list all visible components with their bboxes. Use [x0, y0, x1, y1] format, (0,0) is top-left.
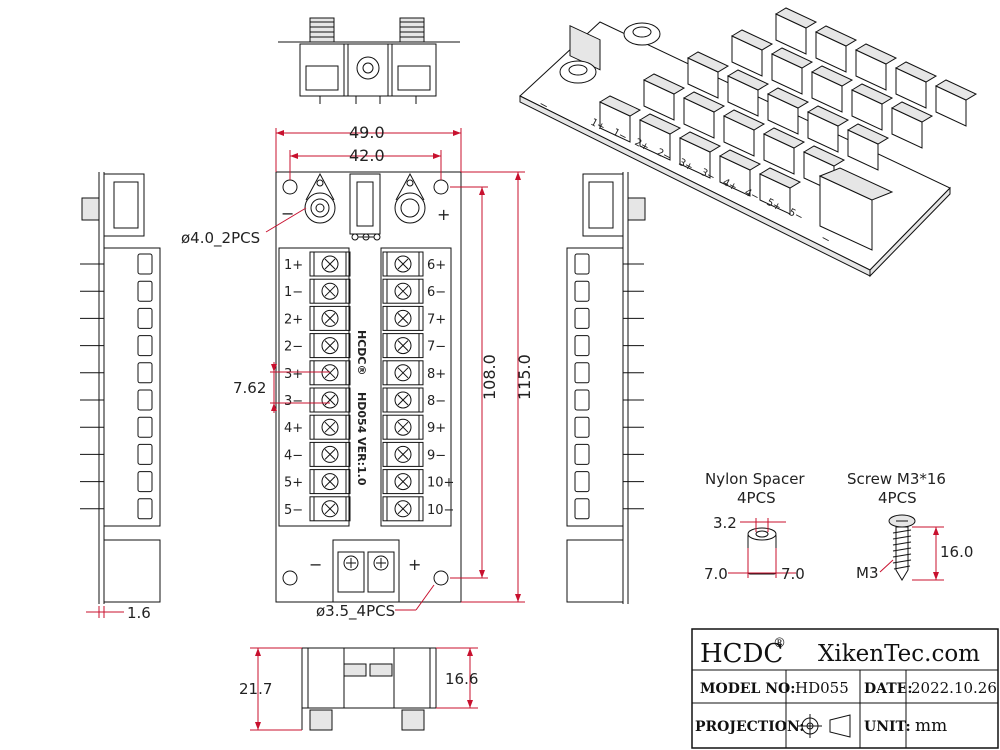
- right-terminal-column: 6+ 6− 7+ 7− 8+ 8− 9+ 9− 10+ 10−: [382, 251, 454, 522]
- unit-label: UNIT:: [864, 719, 911, 735]
- spacer-qty: 4PCS: [737, 489, 776, 507]
- front-view: − + 1+ 1− 2+ 2− 3+ 3− 4+ 4− 5+ 5− 6+ 6− 7+ 7− 8+ 8− 9+ 9…: [275, 171, 462, 603]
- right-terminal-label: 10−: [427, 503, 454, 518]
- left-terminal: 2+: [284, 305, 351, 331]
- model-label: MODEL NO:: [700, 681, 795, 697]
- dim-width-holes: 42.0: [349, 146, 385, 165]
- right-terminal-label: 8+: [427, 367, 446, 382]
- screw-qty: 4PCS: [878, 489, 917, 507]
- board-minus: −: [281, 204, 294, 223]
- right-terminal-label: 8−: [427, 394, 446, 409]
- left-terminal-label: 1+: [284, 258, 303, 273]
- right-terminal: 9+: [382, 414, 446, 440]
- nylon-spacer: Nylon Spacer 4PCS 3.2 7.0 7.0: [704, 470, 805, 583]
- left-terminal-label: 3+: [284, 367, 303, 382]
- left-terminal: 3+: [284, 360, 351, 386]
- date-label: DATE:: [864, 681, 913, 697]
- right-terminal-label: 7−: [427, 340, 446, 355]
- dim-pitch: 7.62: [233, 379, 266, 397]
- dim-mount-hole: ø3.5_4PCS: [316, 602, 395, 621]
- right-terminal: 10−: [382, 496, 454, 522]
- bottom-plus: +: [408, 555, 421, 574]
- screw: Screw M3*16 4PCS 16.0 M3: [847, 470, 973, 582]
- left-terminal-column: 1+ 1− 2+ 2− 3+ 3− 4+ 4− 5+ 5−: [284, 251, 351, 522]
- silk-brand: HCDC®: [355, 330, 368, 375]
- dim-height-holes: 108.0: [480, 354, 499, 400]
- spacer-outer-left: 7.0: [704, 565, 728, 583]
- left-terminal: 4+: [284, 414, 351, 440]
- right-terminal-label: 9+: [427, 421, 446, 436]
- right-terminal: 8−: [382, 387, 446, 413]
- left-terminal-label: 1−: [284, 285, 303, 300]
- screw-thread: M3: [856, 564, 879, 582]
- brand-reg: ®: [773, 636, 786, 651]
- model-value: HD055: [795, 679, 849, 697]
- projection-symbol: [798, 714, 851, 738]
- front-dimensions: 49.0 42.0 108.0 115.0 ø4.0_2PCS 7.62 ø3.…: [181, 123, 534, 621]
- left-terminal-label: 5−: [284, 503, 303, 518]
- right-terminal: 9−: [382, 441, 446, 467]
- left-terminal-label: 4−: [284, 448, 303, 463]
- right-terminal-label: 10+: [427, 476, 454, 491]
- right-terminal: 7+: [382, 305, 446, 331]
- right-terminal-label: 6−: [427, 285, 446, 300]
- right-terminal-label: 6+: [427, 258, 446, 273]
- left-terminal-label: 2−: [284, 340, 303, 355]
- right-terminal: 7−: [382, 333, 446, 359]
- left-terminal: 2−: [284, 333, 351, 359]
- left-side-view: 1.6: [80, 172, 161, 622]
- left-terminal: 1−: [284, 278, 351, 304]
- top-view: [278, 17, 460, 104]
- dim-bottom-height2: 16.6: [445, 670, 478, 688]
- left-terminal: 3−: [284, 387, 351, 413]
- spacer-title: Nylon Spacer: [705, 470, 805, 488]
- dim-pcb-thickness: 1.6: [127, 604, 151, 622]
- isometric-view: 1+1−2+2−3+3−4+4−5+5− − −: [519, 7, 978, 278]
- left-terminal-label: 4+: [284, 421, 303, 436]
- dim-big-hole: ø4.0_2PCS: [181, 229, 260, 248]
- spacer-outer-right: 7.0: [781, 565, 805, 583]
- brand-name: HCDC: [700, 639, 783, 669]
- dim-width-outer: 49.0: [349, 123, 385, 142]
- screw-length: 16.0: [940, 543, 973, 561]
- bottom-minus: −: [309, 555, 322, 574]
- right-terminal: 10+: [382, 469, 454, 495]
- screw-title: Screw M3*16: [847, 470, 946, 488]
- left-terminal: 4−: [284, 441, 351, 467]
- unit-value: mm: [915, 716, 947, 736]
- dim-bottom-height: 21.7: [239, 680, 272, 698]
- left-terminal-label: 5+: [284, 476, 303, 491]
- left-terminal-label: 2+: [284, 312, 303, 327]
- board-plus: +: [437, 205, 450, 224]
- title-block: HCDC ® XikenTec.com MODEL NO: HD055 DATE…: [691, 628, 999, 749]
- spacer-inner: 3.2: [713, 514, 737, 532]
- silk-model: HD054 VER:1.0: [355, 392, 368, 486]
- left-terminal: 5+: [284, 469, 351, 495]
- left-terminal: 5−: [284, 496, 351, 522]
- left-terminal: 1+: [284, 251, 351, 277]
- dim-height-outer: 115.0: [515, 354, 534, 400]
- right-terminal: 8+: [382, 360, 446, 386]
- right-terminal: 6+: [382, 251, 446, 277]
- right-side-view: [566, 172, 646, 604]
- website: XikenTec.com: [818, 641, 980, 667]
- right-terminal-label: 7+: [427, 312, 446, 327]
- bottom-view: 21.7 16.6: [239, 647, 478, 731]
- date-value: 2022.10.26: [911, 679, 997, 697]
- right-terminal-label: 9−: [427, 448, 446, 463]
- left-terminal-label: 3−: [284, 394, 303, 409]
- right-terminal: 6−: [382, 278, 446, 304]
- projection-label: PROJECTION:: [695, 719, 804, 735]
